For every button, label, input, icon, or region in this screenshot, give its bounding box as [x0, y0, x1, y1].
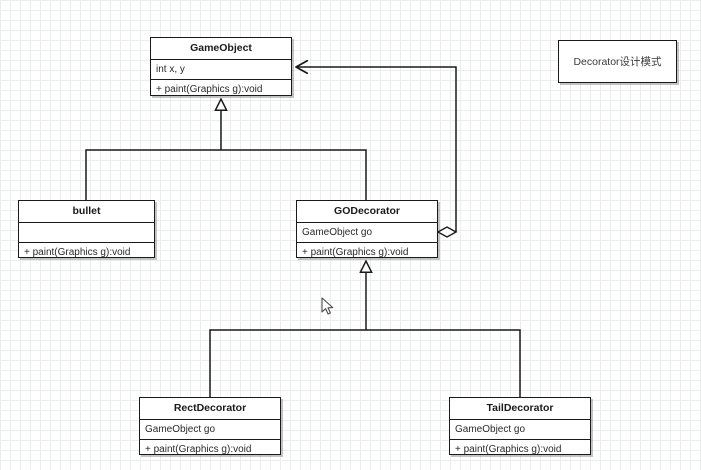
class-operations-godecorator: + paint(Graphics g):void — [302, 247, 409, 258]
generalization-branch-bullet-godecorator — [85, 149, 367, 200]
class-operations-bullet: + paint(Graphics g):void — [24, 247, 131, 258]
class-box-taildecorator[interactable]: TailDecorator GameObject go + paint(Grap… — [449, 397, 591, 455]
class-name-gameobject: GameObject — [151, 38, 291, 60]
class-attributes-godecorator: GameObject go — [297, 223, 437, 243]
class-name-bullet: bullet — [19, 201, 154, 223]
class-name-taildecorator: TailDecorator — [450, 398, 590, 420]
class-name-rectdecorator: RectDecorator — [140, 398, 280, 420]
class-box-rectdecorator[interactable]: RectDecorator GameObject go + paint(Grap… — [139, 397, 281, 455]
class-name-godecorator: GODecorator — [297, 201, 437, 223]
class-attributes-gameobject: int x, y — [151, 60, 291, 80]
class-attributes-taildecorator: GameObject go — [450, 420, 590, 440]
mouse-cursor-icon — [321, 297, 334, 315]
class-box-gameobject[interactable]: GameObject int x, y + paint(Graphics g):… — [150, 37, 292, 96]
class-box-bullet[interactable]: bullet + paint(Graphics g):void — [18, 200, 155, 258]
class-attributes-rectdecorator: GameObject go — [140, 420, 280, 440]
note-box[interactable]: Decorator设计模式 — [558, 40, 677, 83]
class-attributes-bullet — [19, 223, 154, 243]
class-operations-rectdecorator: + paint(Graphics g):void — [145, 444, 252, 455]
aggregation-diamond — [436, 226, 458, 238]
generalization-branch-rect-tail — [209, 329, 521, 397]
class-operations-taildecorator: + paint(Graphics g):void — [455, 444, 562, 455]
class-box-godecorator[interactable]: GODecorator GameObject go + paint(Graphi… — [296, 200, 438, 258]
class-operations-gameobject: + paint(Graphics g):void — [156, 84, 263, 95]
note-text: Decorator设计模式 — [573, 56, 662, 68]
